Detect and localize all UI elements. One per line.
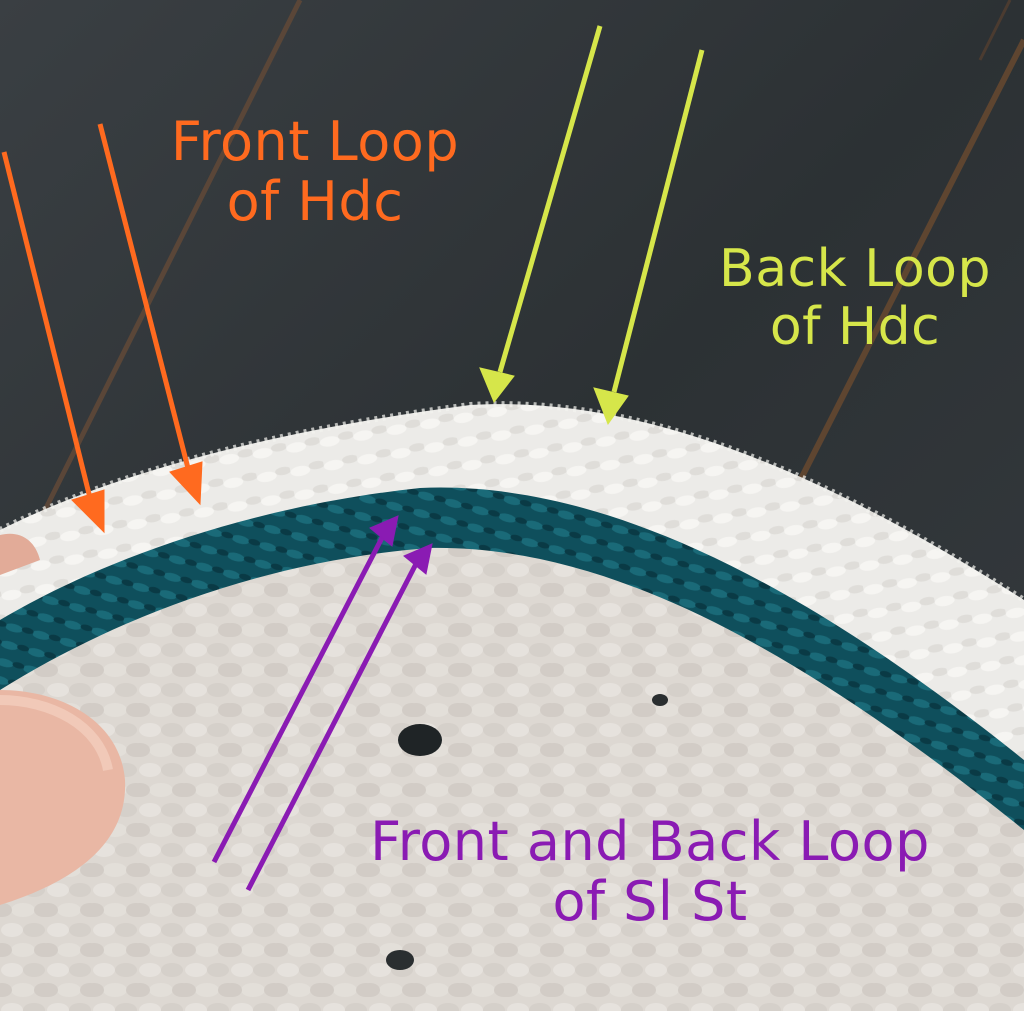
slst-label-line2: of Sl St [552,870,748,934]
back-hdc-label-line1: Back Loop [719,239,991,299]
arrow-icon [479,367,515,403]
finger [0,533,40,575]
arrow-icon [403,543,433,575]
arrow-icon [169,461,203,506]
arrow-icon [71,489,105,534]
stitch-gap [386,950,414,970]
slst-arrows [211,515,433,892]
front-hdc-label: Front Loop of Hdc [150,110,480,234]
back-hdc-label: Back Loop of Hdc [690,239,1020,358]
arrow-icon [1,151,95,507]
arrow-icon [497,25,603,373]
arrow-icon [593,387,629,426]
front-hdc-label-line1: Front Loop [170,110,460,173]
front-hdc-label-line2: of Hdc [226,170,404,234]
arrow-icon [211,532,387,864]
arrow-icon [369,515,399,547]
cream-inner-body [0,547,1024,1011]
stitch-gap [398,724,442,756]
plank-seam [777,38,1024,522]
arrow-icon [611,49,705,393]
front-hdc-arrows [1,123,203,534]
fuzzy-edge [0,401,1024,603]
plank-seam [978,0,1012,61]
finger-highlight [0,695,113,772]
slst-label-line1: Front and Back Loop [370,810,930,873]
stitch-gap [652,694,668,706]
plank-seam [17,0,303,562]
back-hdc-arrows [479,25,705,426]
arrow-icon [97,123,193,477]
arrow-icon [245,558,421,892]
back-hdc-label-line2: of Hdc [769,297,941,358]
slst-label: Front and Back Loop of Sl St [330,810,970,934]
